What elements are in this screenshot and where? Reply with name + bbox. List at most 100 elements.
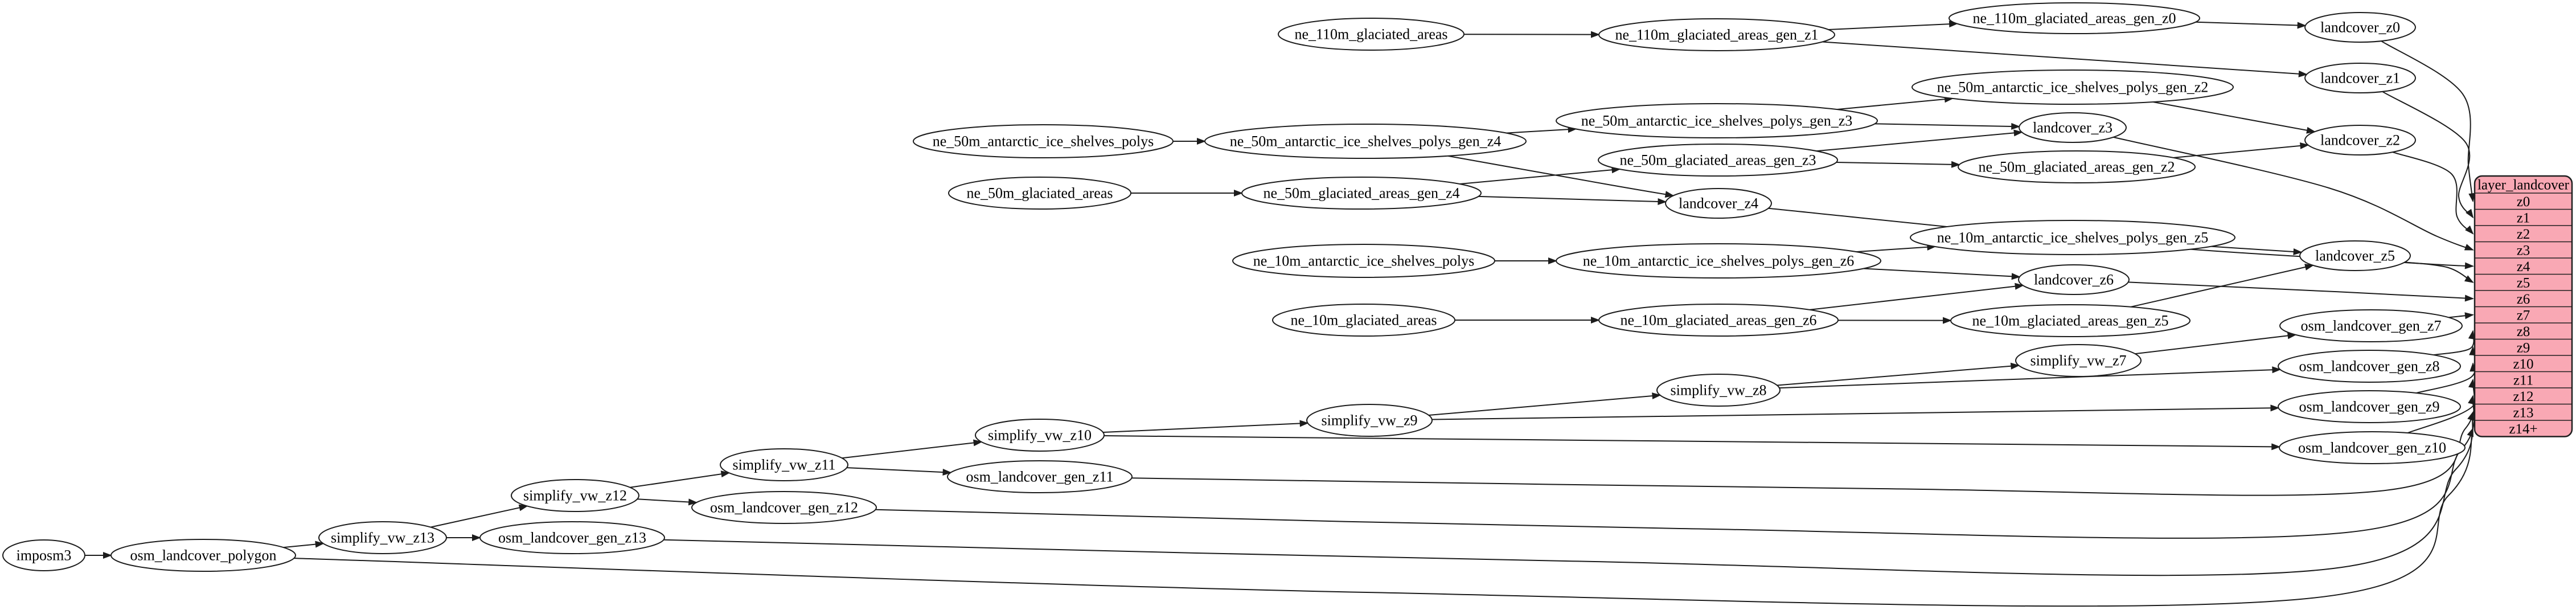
- node-landcover_z1: landcover_z1: [2305, 63, 2415, 93]
- landcover_z5-label: landcover_z5: [2315, 248, 2395, 264]
- osm_landcover_gen_z10-label: osm_landcover_gen_z10: [2298, 440, 2446, 456]
- ne_50m_glaciated_areas-label: ne_50m_glaciated_areas: [967, 185, 1113, 202]
- ne_50m_glaciated_areas_gen_z2-label: ne_50m_glaciated_areas_gen_z2: [1978, 159, 2175, 175]
- table-row-z13: z13: [2513, 405, 2533, 420]
- simplify_vw_z13-label: simplify_vw_z13: [331, 530, 434, 546]
- node-ne_10m_glaciated_areas: ne_10m_glaciated_areas: [1273, 304, 1455, 336]
- node-simplify_vw_z10: simplify_vw_z10: [975, 419, 1104, 451]
- landcover_z6-label: landcover_z6: [2034, 272, 2114, 288]
- edge-osm_landcover_polygon-to-layer-row-z14+: [294, 428, 2473, 606]
- edge-ne_50m_glaciated_areas_gen_z3-to-landcover_z3: [1816, 132, 2022, 151]
- node-osm_landcover_gen_z11: osm_landcover_gen_z11: [947, 461, 1132, 493]
- edge-ne_50m_glaciated_areas_gen_z3-to-ne_50m_glaciated_areas_gen_z2: [1836, 162, 1959, 165]
- edge-ne_50m_antarctic_ice_shelves_polys_gen_z4-to-ne_50m_antarctic_ice_shelves_polys_gen_z3: [1506, 129, 1576, 133]
- node-ne_50m_antarctic_ice_shelves_polys: ne_50m_antarctic_ice_shelves_polys: [913, 125, 1173, 158]
- node-ne_110m_glaciated_areas_gen_z1: ne_110m_glaciated_areas_gen_z1: [1599, 19, 1835, 51]
- simplify_vw_z7-label: simplify_vw_z7: [2031, 353, 2127, 369]
- ne_50m_antarctic_ice_shelves_polys-label: ne_50m_antarctic_ice_shelves_polys: [933, 133, 1154, 150]
- ne_10m_antarctic_ice_shelves_polys_gen_z6-label: ne_10m_antarctic_ice_shelves_polys_gen_z…: [1583, 253, 1855, 269]
- ne_10m_glaciated_areas_gen_z5-label: ne_10m_glaciated_areas_gen_z5: [1972, 313, 2168, 329]
- osm_landcover_gen_z12-label: osm_landcover_gen_z12: [710, 500, 858, 516]
- osm_landcover_gen_z13-label: osm_landcover_gen_z13: [498, 530, 646, 546]
- node-ne_110m_glaciated_areas: ne_110m_glaciated_areas: [1278, 18, 1464, 50]
- table-layer: layer_landcoverz0z1z2z3z4z5z6z7z8z9z10z1…: [2475, 176, 2572, 437]
- edge-ne_10m_antarctic_ice_shelves_polys_gen_z6-to-ne_10m_antarctic_ice_shelves_polys_gen_z5: [1856, 247, 1935, 252]
- ne_110m_glaciated_areas_gen_z0-label: ne_110m_glaciated_areas_gen_z0: [1972, 10, 2176, 27]
- node-osm_landcover_gen_z7: osm_landcover_gen_z7: [2280, 310, 2462, 342]
- ne_110m_glaciated_areas_gen_z1-label: ne_110m_glaciated_areas_gen_z1: [1615, 27, 1818, 43]
- edge-osm_landcover_polygon-to-simplify_vw_z13: [284, 543, 323, 547]
- table-row-z0: z0: [2517, 194, 2530, 210]
- edge-landcover_z0-to-layer-row-z0: [2381, 41, 2473, 201]
- node-ne_10m_antarctic_ice_shelves_polys_gen_z5: ne_10m_antarctic_ice_shelves_polys_gen_z…: [1910, 220, 2235, 255]
- table-row-z4: z4: [2517, 259, 2530, 275]
- ne_10m_antarctic_ice_shelves_polys-label: ne_10m_antarctic_ice_shelves_polys: [1253, 253, 1474, 269]
- node-ne_50m_antarctic_ice_shelves_polys_gen_z4: ne_50m_antarctic_ice_shelves_polys_gen_z…: [1205, 124, 1526, 158]
- edge-osm_landcover_gen_z13-to-layer-row-z13: [664, 412, 2473, 575]
- node-ne_50m_glaciated_areas_gen_z4: ne_50m_glaciated_areas_gen_z4: [1242, 177, 1481, 209]
- osm_landcover_gen_z11-label: osm_landcover_gen_z11: [966, 469, 1114, 485]
- node-simplify_vw_z8: simplify_vw_z8: [1657, 374, 1780, 406]
- table-row-z9: z9: [2517, 340, 2530, 355]
- nodes-layer: imposm3 osm_landcover_polygon simplify_vw_…: [3, 3, 2465, 571]
- node-simplify_vw_z9: simplify_vw_z9: [1307, 404, 1432, 436]
- table-row-z1: z1: [2517, 210, 2530, 226]
- node-osm_landcover_polygon: osm_landcover_polygon: [111, 539, 296, 571]
- landcover_z1-label: landcover_z1: [2320, 70, 2400, 87]
- edge-osm_landcover_gen_z7-to-layer-row-z7: [2448, 315, 2473, 318]
- node-landcover_z5: landcover_z5: [2300, 241, 2410, 271]
- table-row-z2: z2: [2517, 227, 2530, 242]
- node-landcover_z2: landcover_z2: [2305, 125, 2415, 155]
- edge-ne_10m_glaciated_areas_gen_z6-to-landcover_z6: [1810, 285, 2023, 310]
- table-row-z12: z12: [2513, 389, 2533, 404]
- osm_landcover_gen_z8-label: osm_landcover_gen_z8: [2299, 358, 2440, 375]
- node-osm_landcover_gen_z12: osm_landcover_gen_z12: [692, 492, 876, 523]
- node-simplify_vw_z11: simplify_vw_z11: [720, 449, 848, 481]
- node-ne_10m_antarctic_ice_shelves_polys_gen_z6: ne_10m_antarctic_ice_shelves_polys_gen_z…: [1556, 244, 1881, 278]
- ne_50m_glaciated_areas_gen_z3-label: ne_50m_glaciated_areas_gen_z3: [1619, 152, 1816, 169]
- landcover_z2-label: landcover_z2: [2320, 132, 2400, 149]
- node-simplify_vw_z7: simplify_vw_z7: [2016, 345, 2141, 376]
- simplify_vw_z9-label: simplify_vw_z9: [1322, 412, 1418, 429]
- edge-ne_50m_antarctic_ice_shelves_polys_gen_z2-to-landcover_z2: [2153, 102, 2315, 132]
- table-row-z10: z10: [2513, 357, 2533, 372]
- edge-ne_110m_glaciated_areas_gen_z1-to-ne_110m_glaciated_areas_gen_z0: [1828, 24, 1957, 30]
- edge-simplify_vw_z8-to-simplify_vw_z7: [1777, 366, 2019, 386]
- node-landcover_z4: landcover_z4: [1666, 189, 1771, 218]
- edge-landcover_z1-to-layer-row-z1: [2382, 92, 2473, 218]
- table-row-z5: z5: [2517, 275, 2530, 290]
- edge-simplify_vw_z9-to-osm_landcover_gen_z9: [1432, 408, 2279, 419]
- ne_10m_antarctic_ice_shelves_polys_gen_z5-label: ne_10m_antarctic_ice_shelves_polys_gen_z…: [1937, 230, 2209, 246]
- node-ne_50m_glaciated_areas_gen_z2: ne_50m_glaciated_areas_gen_z2: [1958, 151, 2195, 183]
- table-row-z8: z8: [2517, 324, 2530, 339]
- node-osm_landcover_gen_z13: osm_landcover_gen_z13: [480, 522, 664, 554]
- landcover_z4-label: landcover_z4: [1679, 195, 1758, 212]
- ne_50m_glaciated_areas_gen_z4-label: ne_50m_glaciated_areas_gen_z4: [1263, 185, 1459, 202]
- table-row-z6: z6: [2517, 292, 2530, 307]
- node-ne_10m_glaciated_areas_gen_z5: ne_10m_glaciated_areas_gen_z5: [1951, 305, 2190, 337]
- node-landcover_z6: landcover_z6: [2019, 265, 2129, 294]
- table-row-z14+: z14+: [2509, 421, 2537, 437]
- edge-simplify_vw_z9-to-simplify_vw_z8: [1429, 395, 1660, 415]
- node-simplify_vw_z13: simplify_vw_z13: [319, 522, 446, 554]
- node-imposm3: imposm3: [3, 540, 85, 571]
- node-landcover_z0: landcover_z0: [2305, 13, 2415, 42]
- table-row-z7: z7: [2517, 308, 2530, 323]
- simplify_vw_z12-label: simplify_vw_z12: [523, 488, 627, 504]
- landcover_z3-label: landcover_z3: [2033, 120, 2113, 136]
- node-ne_10m_glaciated_areas_gen_z6: ne_10m_glaciated_areas_gen_z6: [1599, 304, 1838, 336]
- edge-simplify_vw_z7-to-osm_landcover_gen_z7: [2135, 335, 2296, 354]
- edge-ne_50m_antarctic_ice_shelves_polys_gen_z3-to-ne_50m_antarctic_ice_shelves_polys_gen_z2: [1837, 99, 1952, 109]
- edge-simplify_vw_z10-to-simplify_vw_z9: [1103, 423, 1307, 432]
- edge-simplify_vw_z12-to-simplify_vw_z11: [630, 473, 729, 488]
- imposm3-label: imposm3: [17, 547, 72, 564]
- edge-simplify_vw_z12-to-osm_landcover_gen_z12: [637, 499, 696, 502]
- simplify_vw_z10-label: simplify_vw_z10: [988, 427, 1092, 444]
- node-ne_110m_glaciated_areas_gen_z0: ne_110m_glaciated_areas_gen_z0: [1949, 3, 2200, 34]
- ne_10m_glaciated_areas-label: ne_10m_glaciated_areas: [1291, 312, 1437, 329]
- edge-landcover_z2-to-layer-row-z2: [2393, 152, 2473, 234]
- node-ne_10m_antarctic_ice_shelves_polys: ne_10m_antarctic_ice_shelves_polys: [1233, 244, 1495, 277]
- ne_50m_antarctic_ice_shelves_polys_gen_z4-label: ne_50m_antarctic_ice_shelves_polys_gen_z…: [1230, 133, 1502, 150]
